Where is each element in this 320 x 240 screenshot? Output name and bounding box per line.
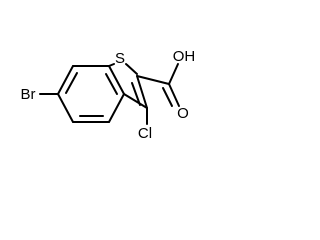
hydroxyl-label: OH bbox=[173, 48, 196, 65]
sulfur-atom-label: S bbox=[115, 50, 125, 67]
molecule-structure-diagram: S OH O Cl Br bbox=[21, 48, 196, 142]
bond-c2-c3-inner bbox=[131, 82, 141, 106]
bond-c3-c3a bbox=[123, 93, 148, 109]
bond-c2-c3 bbox=[136, 75, 148, 109]
chemical-structure-canvas: S OH O Cl Br bbox=[21, 48, 196, 142]
bond-c7-c6-inner bbox=[65, 72, 78, 94]
bond-c4-c3a bbox=[108, 93, 125, 123]
bond-carboxyl-c-oh bbox=[168, 63, 179, 85]
bond-carboxyl-c-o-double-inner bbox=[162, 87, 173, 107]
chlorine-atom-label: Cl bbox=[138, 125, 152, 142]
bond-c7a-s bbox=[108, 63, 115, 67]
bond-c3a-c7a bbox=[108, 65, 125, 95]
bond-c6-c5 bbox=[57, 93, 74, 123]
bond-c2-carboxyl-carbon bbox=[136, 75, 170, 85]
bond-c7-c6 bbox=[57, 65, 74, 95]
bond-carboxyl-c-o-double bbox=[168, 83, 180, 107]
bromine-atom-label: Br bbox=[21, 86, 36, 103]
bond-s-c2 bbox=[125, 63, 138, 75]
carbonyl-oxygen-label: O bbox=[177, 105, 189, 122]
bond-c3a-c7a-inner bbox=[105, 73, 118, 95]
